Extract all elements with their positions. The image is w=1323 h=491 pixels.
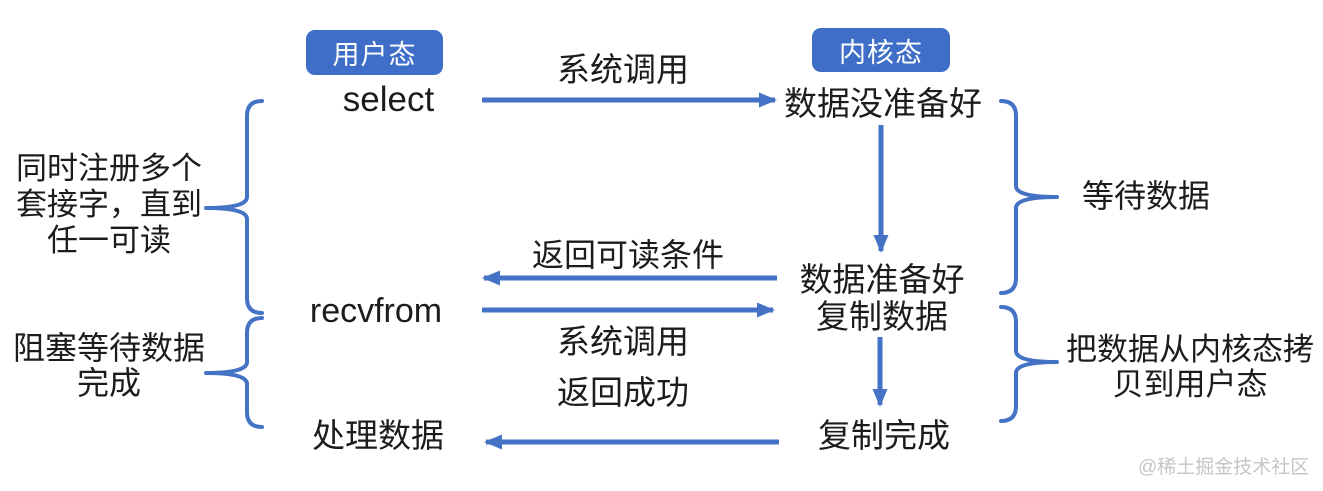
note-wait-data: 等待数据 [1081, 178, 1210, 214]
left-top-brace-icon [204, 99, 264, 315]
note-block-wait-line1: 阻塞等待数据 [12, 330, 205, 366]
arrow-label-return-readable: 返回可读条件 [531, 237, 724, 273]
right-bottom-brace-icon [999, 305, 1059, 423]
kernel-mode-box: 内核态 [812, 28, 950, 72]
step-select-label: select [342, 80, 435, 119]
arrow-label-syscall-mid: 系统调用 [557, 323, 689, 360]
state-data-not-ready-label: 数据没准备好 [784, 85, 982, 122]
watermark-text: @稀土掘金技术社区 [1138, 457, 1310, 478]
left-bottom-brace-icon [204, 316, 264, 429]
state-data-ready-line: 数据准备好 [799, 261, 965, 298]
note-register-sockets-line1: 同时注册多个 [16, 151, 202, 186]
right-top-brace-icon [999, 99, 1059, 295]
note-copy-kernel-to-user-line2: 贝到用户态 [1112, 367, 1268, 402]
user-mode-box: 用户态 [306, 30, 443, 75]
step-recvfrom-label: recvfrom [309, 292, 443, 330]
state-data-ready-copy-label: 数据准备好 复制数据 [792, 261, 972, 335]
arrow-label-syscall-top: 系统调用 [557, 51, 689, 88]
note-register-sockets-line2: 套接字，直到 [16, 187, 202, 222]
note-copy-kernel-to-user-line1: 把数据从内核态拷 [1066, 332, 1314, 367]
note-register-sockets: 同时注册多个 套接字，直到 任一可读 [8, 151, 210, 259]
note-copy-kernel-to-user: 把数据从内核态拷 贝到用户态 [1062, 332, 1318, 402]
state-copy-data-line: 复制数据 [816, 298, 948, 335]
note-register-sockets-line3: 任一可读 [47, 223, 171, 258]
note-block-wait-line2: 完成 [76, 365, 141, 401]
step-process-data-label: 处理数据 [312, 417, 444, 454]
arrow-label-return-success: 返回成功 [557, 374, 689, 411]
state-copy-done-label: 复制完成 [818, 417, 950, 454]
note-block-wait: 阻塞等待数据 完成 [8, 331, 210, 401]
